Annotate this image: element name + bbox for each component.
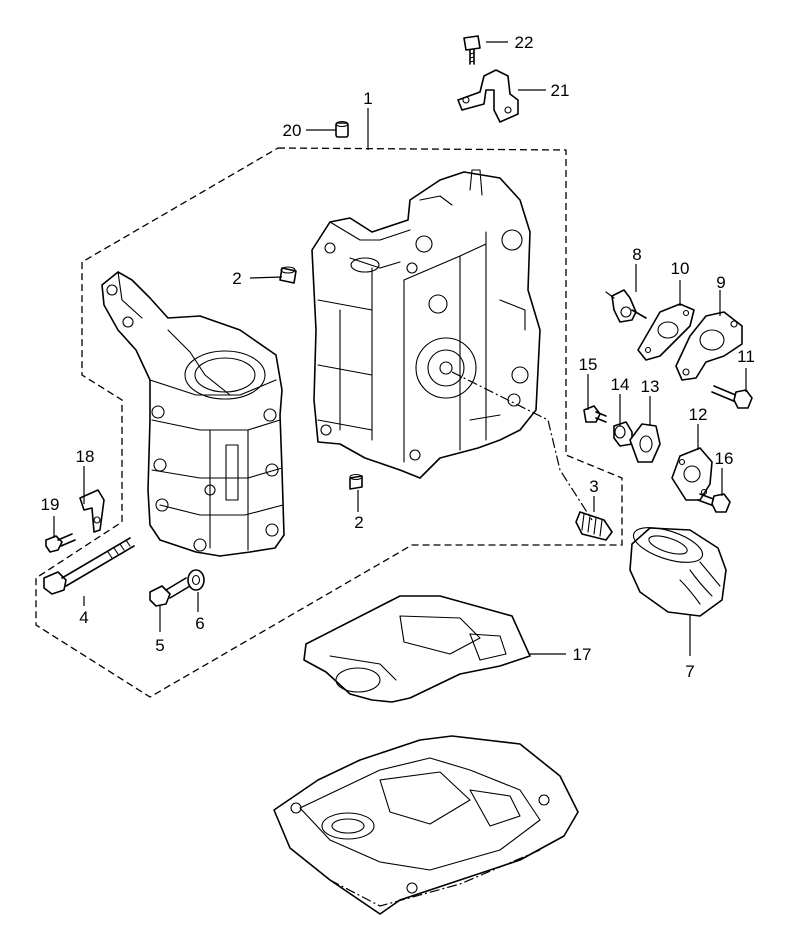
leader-lines [53,41,747,656]
spacer [613,421,633,447]
oil-pressure-plate [671,447,713,501]
callout-6: 6 [195,614,204,633]
assembly-boundary [35,147,623,698]
callout-10: 10 [671,259,690,278]
pressure-gasket [629,423,661,463]
bracket-bolt [45,533,76,553]
axis-line-oil [451,371,593,521]
callout-2-lower: 2 [354,513,363,532]
dowel-pin-upper [279,266,297,284]
callout-22: 22 [515,33,534,52]
callout-1: 1 [363,89,372,108]
long-bolt [43,537,135,595]
callout-14: 14 [611,375,630,394]
callout-19: 19 [41,495,60,514]
callout-4: 4 [79,608,88,627]
clamp-bolt [463,35,481,65]
bracket [79,489,105,533]
callout-21: 21 [551,81,570,100]
temperature-sensor [605,289,647,323]
plate-bolt [697,493,731,513]
washer [187,569,205,591]
callout-2-upper: 2 [232,269,241,288]
short-bolt [149,577,191,607]
callout-12: 12 [689,405,708,424]
crankcase-half [101,271,285,557]
hose-clamp [457,69,519,123]
oil-filter [629,527,727,617]
callout-8: 8 [632,245,641,264]
callout-9: 9 [716,273,725,292]
callout-13: 13 [641,377,660,396]
thermostat-cover [675,311,743,381]
callout-16: 16 [715,449,734,468]
cap-plug [335,120,349,138]
oil-pan [273,735,579,915]
dowel-pin-lower [349,473,363,490]
callout-15: 15 [579,355,598,374]
oil-pipe [575,511,613,541]
callout-labels: 1 2 2 3 4 5 6 7 8 9 10 11 12 13 14 15 16… [41,33,755,681]
oil-pan-gasket [303,595,531,703]
callout-3: 3 [589,477,598,496]
callout-11: 11 [737,347,755,366]
spacer-bolt [583,405,607,423]
callout-7: 7 [685,662,694,681]
callout-17: 17 [573,645,592,664]
callout-20: 20 [283,121,302,140]
cylinder-block [311,169,541,479]
callout-18: 18 [76,447,95,466]
callout-5: 5 [155,636,164,655]
thermostat-gasket [637,303,695,361]
